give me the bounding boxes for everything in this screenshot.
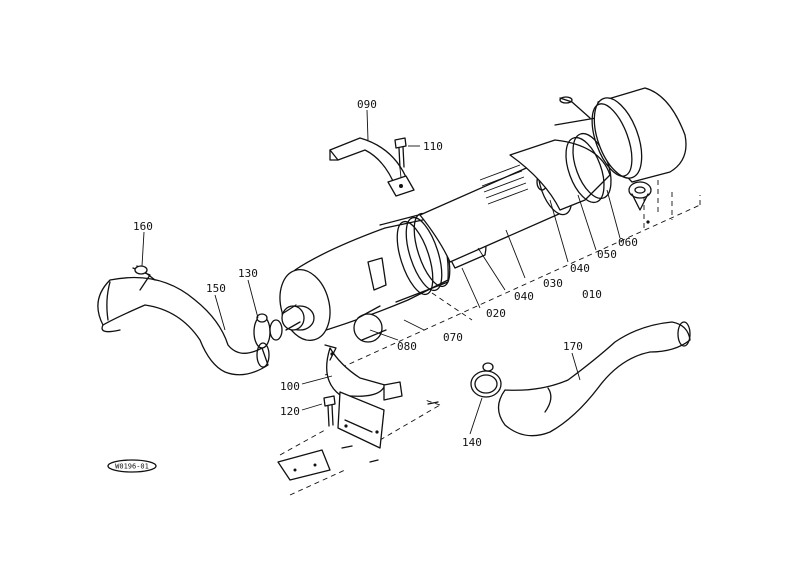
air-cleaner-body [279, 211, 451, 343]
drawing-code: W0196-01 [115, 463, 149, 471]
upper-strap-bracket [329, 137, 415, 197]
callout-030: 030 [543, 277, 563, 290]
callout-160: 160 [133, 220, 153, 233]
lower-strap-bracket [324, 344, 403, 449]
hose-clamp-130 [253, 313, 283, 349]
callout-090: 090 [357, 98, 377, 111]
callout-130: 130 [238, 267, 258, 280]
hose-clamp-140 [470, 362, 502, 398]
callout-labels: 090 110 160 130 150 100 120 140 170 080 … [133, 98, 638, 449]
mounting-plate [277, 401, 439, 481]
callout-100: 100 [280, 380, 300, 393]
dust-cup-060 [591, 87, 687, 224]
end-cover-050 [509, 96, 612, 211]
callout-150: 150 [206, 282, 226, 295]
callout-050: 050 [597, 248, 617, 261]
bolt-110 [394, 137, 407, 179]
callout-110: 110 [423, 140, 443, 153]
callout-040-lower: 040 [514, 290, 534, 303]
callout-080: 080 [397, 340, 417, 353]
intake-hose-150 [97, 276, 270, 376]
outlet-hose-170 [497, 321, 691, 437]
callout-020: 020 [486, 307, 506, 320]
bolt-120 [323, 395, 336, 427]
drawing-code-badge: W0196-01 [107, 459, 157, 473]
callout-040-upper: 040 [570, 262, 590, 275]
leader-lines [141, 109, 621, 435]
hose-clamp-160 [132, 265, 156, 291]
callout-060: 060 [618, 236, 638, 249]
callout-070: 070 [443, 331, 463, 344]
callout-140: 140 [462, 436, 482, 449]
callout-120: 120 [280, 405, 300, 418]
callout-010: 010 [582, 288, 602, 301]
callout-170: 170 [563, 340, 583, 353]
